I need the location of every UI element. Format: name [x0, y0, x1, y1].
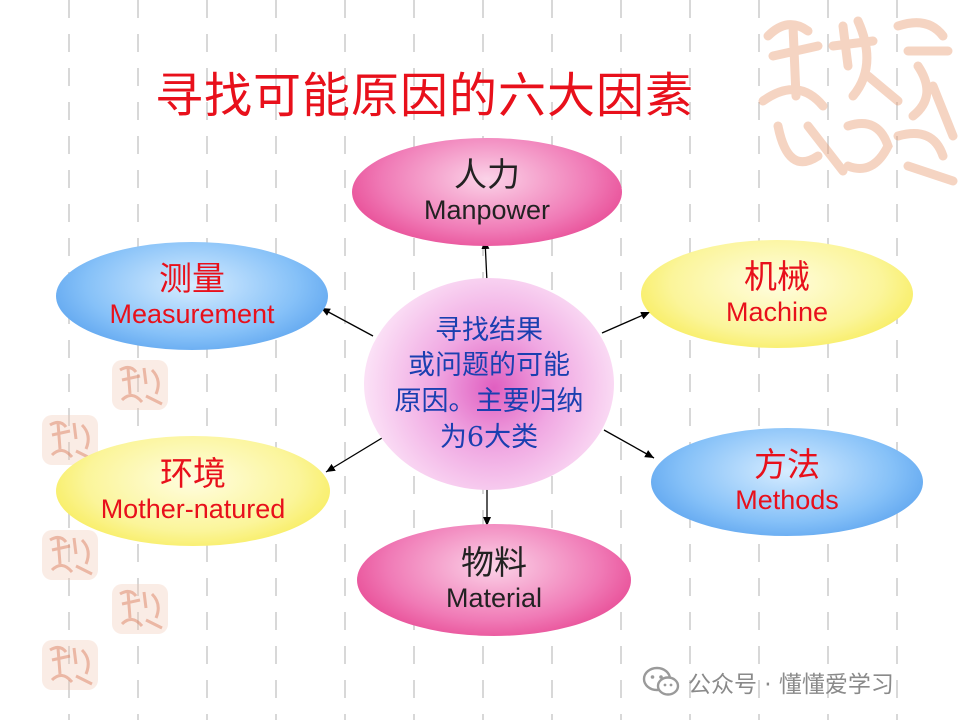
factor-machine-en: Machine	[725, 297, 829, 328]
factor-methods-zh: 方法	[754, 445, 820, 485]
factor-environment-zh: 环境	[160, 454, 226, 494]
factor-methods-en: Methods	[735, 485, 839, 516]
center-line-1: 寻找结果	[435, 314, 543, 346]
factor-environment: 环境 Mother-natured	[56, 436, 330, 546]
arrow-to-measurement	[320, 307, 374, 337]
factor-methods: 方法 Methods	[651, 428, 923, 536]
factor-manpower: 人力 Manpower	[352, 138, 622, 246]
factor-environment-en: Mother-natured	[100, 494, 286, 525]
factor-machine: 机械 Machine	[641, 240, 913, 348]
watermark-text: 公众号 · 懂懂爱学习	[688, 672, 894, 698]
wechat-icon	[642, 666, 680, 696]
arrow-to-methods	[603, 429, 655, 459]
center-cause-bubble: 寻找结果 或问题的可能 原因。主要归纳 为6大类	[364, 278, 614, 490]
arrow-to-environment	[325, 437, 383, 473]
center-line-3: 原因。主要归纳	[394, 386, 584, 417]
factor-manpower-zh: 人力	[454, 155, 520, 195]
factor-measurement-en: Measurement	[109, 299, 275, 330]
slide-title: 寻找可能原因的六大因素	[155, 68, 695, 124]
factor-machine-zh: 机械	[744, 257, 810, 297]
factor-material-zh: 物料	[461, 543, 527, 583]
watermark: 公众号 · 懂懂爱学习	[642, 666, 894, 698]
factor-material: 物料 Material	[357, 524, 631, 636]
center-line-2: 或问题的可能	[408, 350, 570, 382]
factor-measurement: 测量 Measurement	[56, 242, 328, 350]
arrow-to-machine	[601, 311, 651, 334]
arrow-to-manpower	[481, 239, 490, 283]
center-line-4: 为6大类	[439, 421, 539, 453]
factor-material-en: Material	[445, 583, 543, 614]
factor-measurement-zh: 测量	[159, 259, 225, 299]
factor-manpower-en: Manpower	[423, 195, 551, 226]
